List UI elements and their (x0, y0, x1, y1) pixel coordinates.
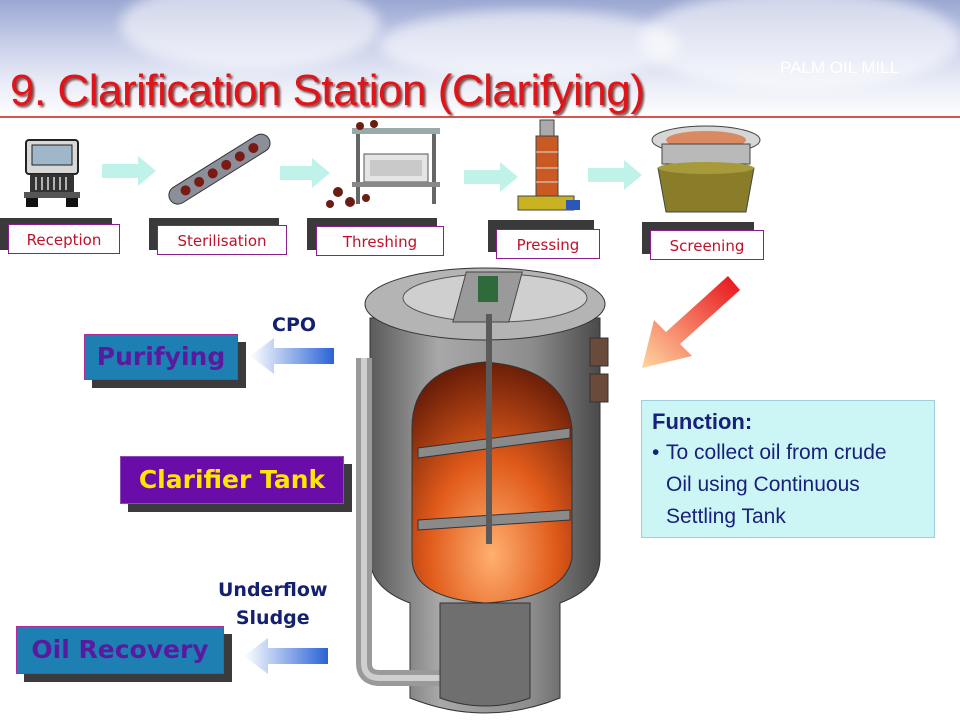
truck-icon (24, 139, 80, 207)
flow-arrow-icon (464, 162, 518, 192)
clarifier-tank-label: Clarifier Tank (120, 456, 344, 504)
stage-threshing: Threshing (316, 226, 444, 256)
left-arrow-icon (250, 338, 334, 374)
cpo-label: CPO (272, 314, 317, 336)
stage-reception: Reception (8, 224, 120, 254)
function-line3: Settling Tank (666, 505, 786, 528)
screw-press-icon (517, 119, 580, 211)
header-banner (0, 0, 960, 118)
stage-pressing: Pressing (496, 229, 600, 259)
left-arrow-icon (244, 638, 328, 674)
underflow-label: Underflow Sludge (218, 576, 328, 632)
header-divider (0, 116, 960, 118)
brand-text: PALM OIL MILL (780, 58, 900, 77)
underflow-line2: Sludge (235, 607, 310, 629)
clarifier-tank-illustration (356, 267, 609, 714)
bullet-icon: • (652, 441, 660, 464)
function-line2: Oil using Continuous (666, 473, 860, 496)
oil-recovery-box: Oil Recovery (16, 626, 224, 674)
flow-arrow-icon (102, 156, 156, 186)
sterilizer-conveyor-icon (168, 133, 271, 205)
flow-arrow-icon (588, 160, 642, 190)
function-title: Function: (652, 409, 753, 434)
page-title: 9. Clarification Station (Clarifying) (10, 66, 645, 115)
thresher-machine-icon (326, 120, 440, 208)
stage-screening: Screening (650, 230, 764, 260)
underflow-line1: Underflow (218, 579, 328, 601)
function-box: Function: • To collect oil from crude Oil… (641, 400, 935, 538)
function-line1: To collect oil from crude (666, 441, 887, 464)
purifying-box: Purifying (84, 334, 238, 380)
vibrating-screen-icon (651, 125, 761, 213)
stage-sterilisation: Sterilisation (157, 225, 287, 255)
function-description: • To collect oil from crude Oil using Con… (652, 437, 924, 533)
feed-arrow-icon (642, 276, 740, 368)
flow-arrow-icon (280, 158, 330, 188)
